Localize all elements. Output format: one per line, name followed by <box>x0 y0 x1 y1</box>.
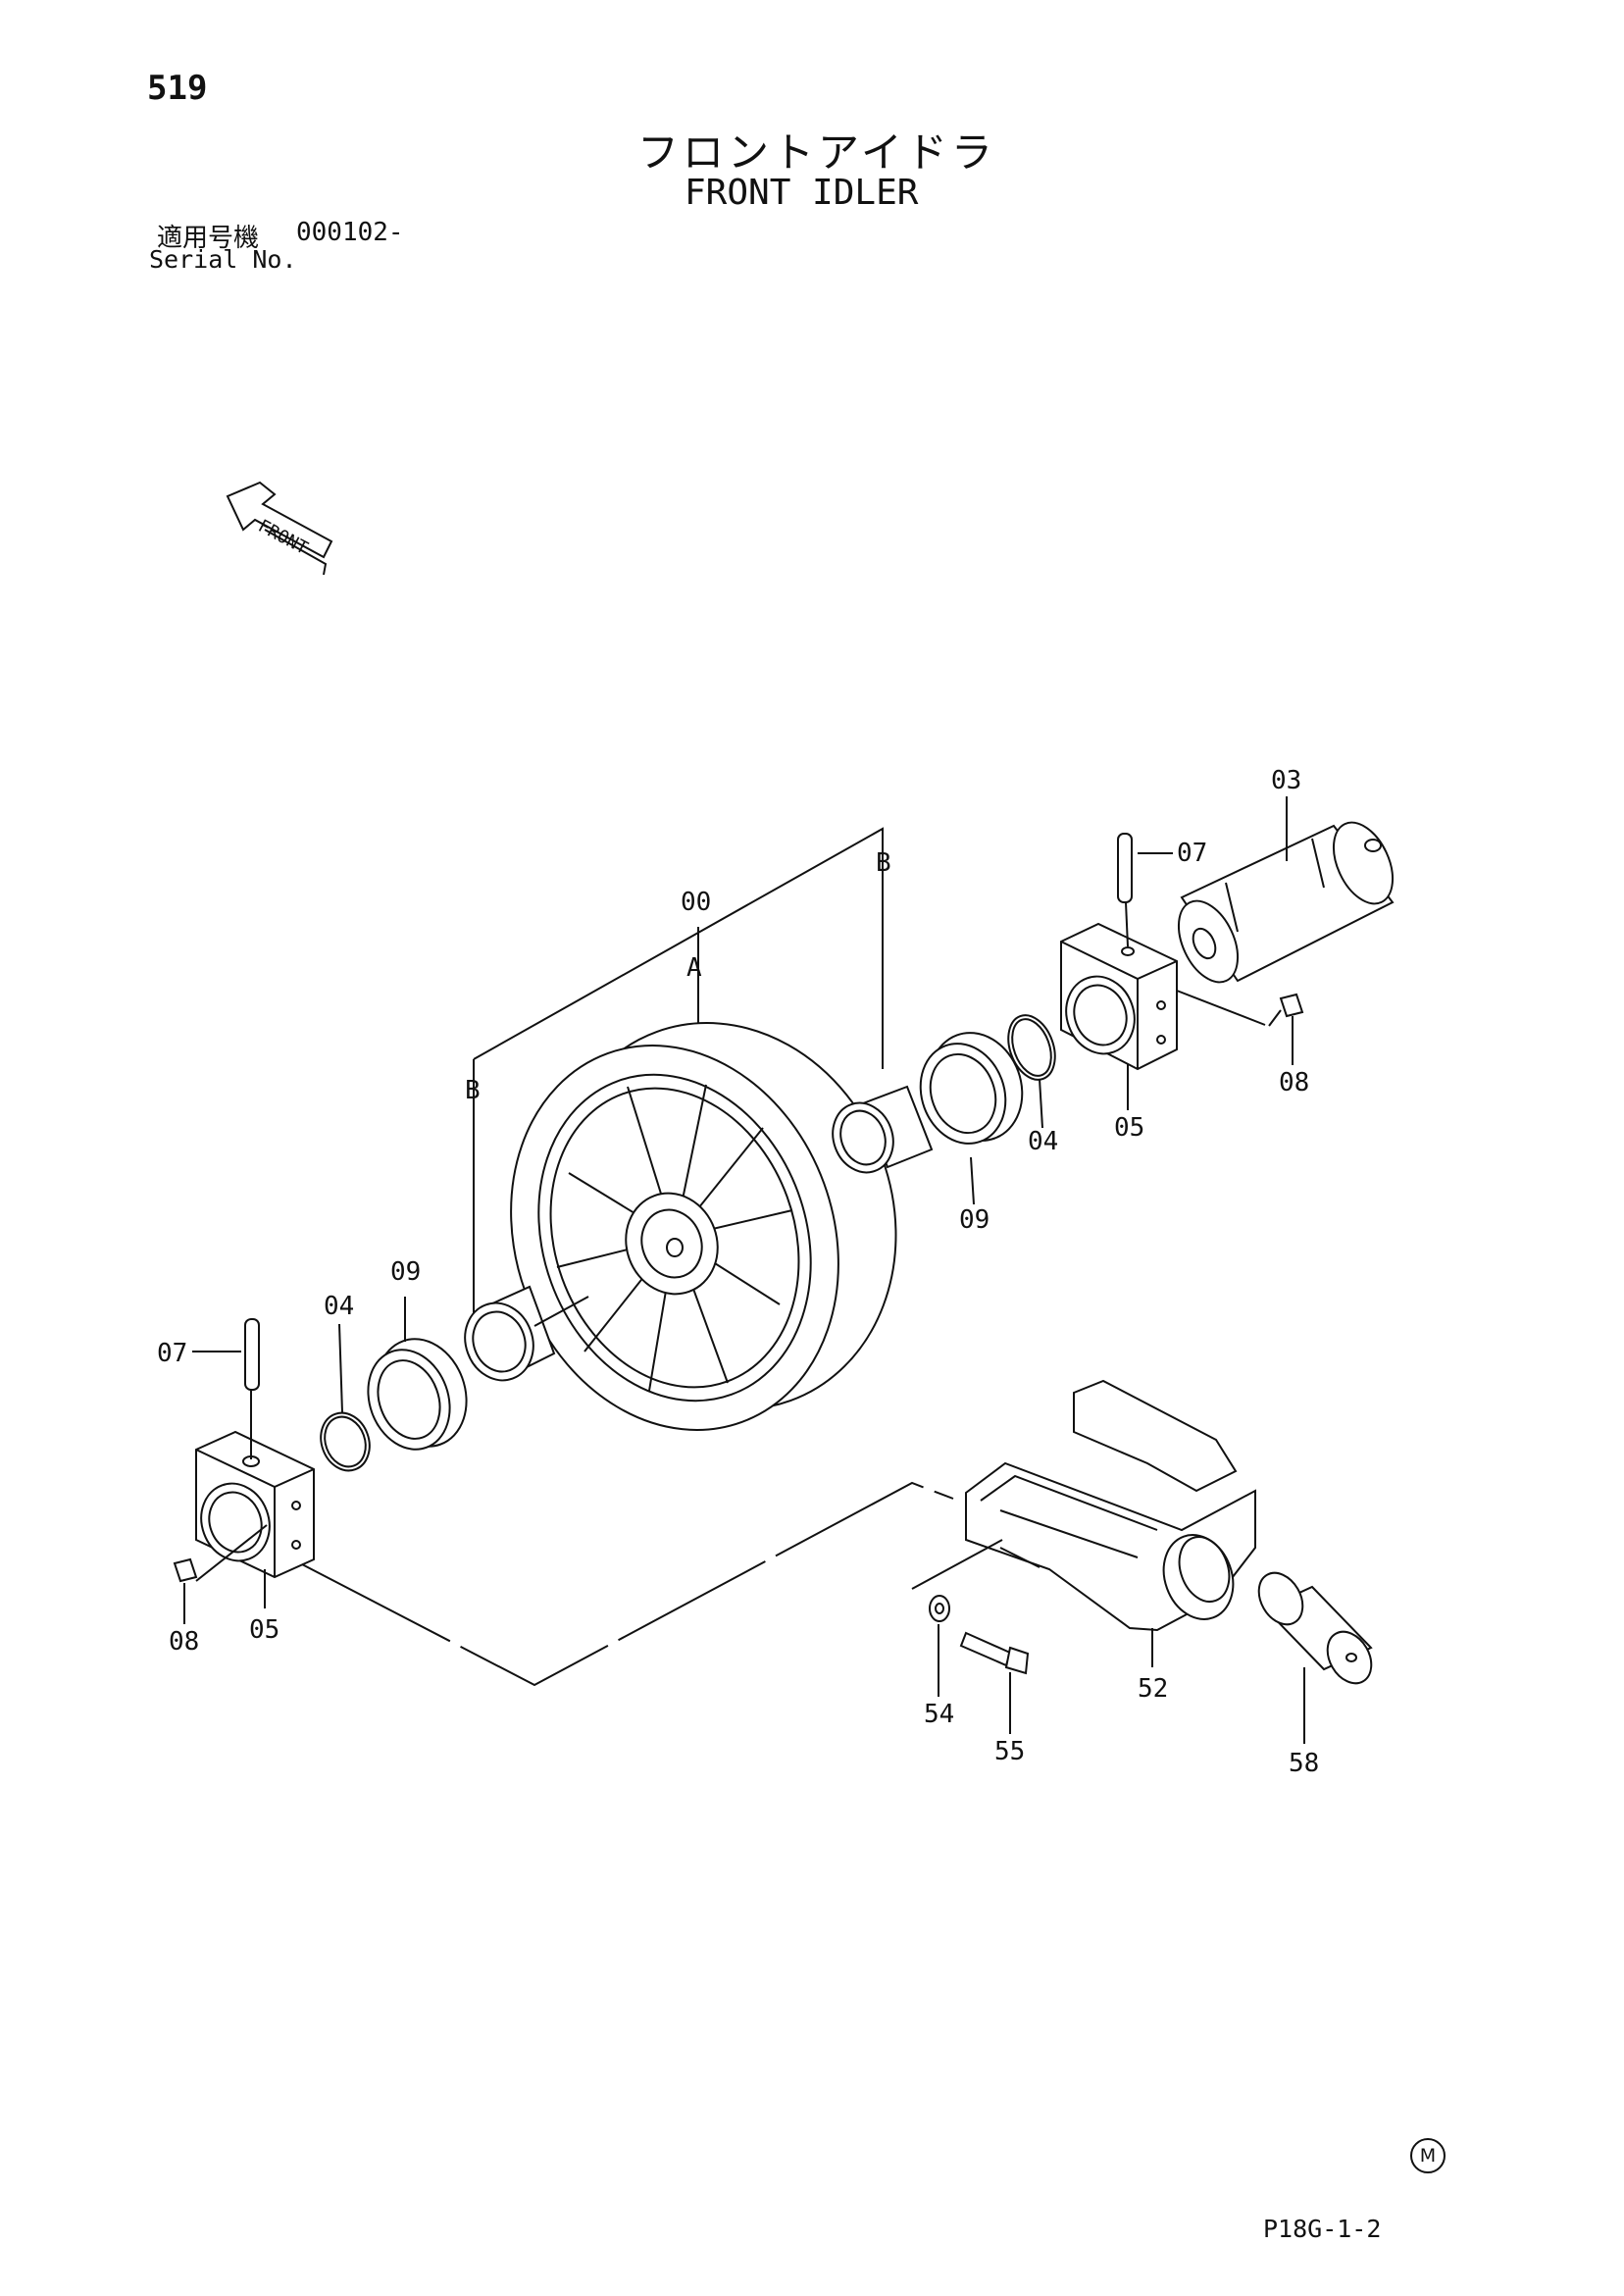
serial-value: 000102- <box>296 218 404 247</box>
bushing-right <box>832 1085 934 1174</box>
callout-58: 58 <box>1289 1749 1319 1778</box>
plug-08-right <box>1268 993 1304 1027</box>
seal-09-left <box>367 1338 468 1451</box>
callout-03: 03 <box>1271 766 1301 795</box>
callout-A: A <box>686 953 702 983</box>
callout-B-right: B <box>876 848 891 878</box>
o-ring-04-right <box>1007 1014 1056 1081</box>
front-direction-arrow: FRONT <box>226 481 333 576</box>
callout-07-left: 07 <box>157 1339 187 1368</box>
pin-58 <box>1257 1571 1373 1685</box>
assembly-bracket <box>473 827 884 1314</box>
callout-04-left: 04 <box>324 1292 354 1321</box>
callout-09-right: 09 <box>959 1205 990 1235</box>
callout-05-right: 05 <box>1114 1113 1144 1143</box>
bolt-55 <box>959 1631 1030 1675</box>
callout-B-left: B <box>465 1076 481 1105</box>
callout-08-right: 08 <box>1279 1068 1309 1097</box>
callout-07-right: 07 <box>1177 839 1207 868</box>
title-japanese: フロントアイドラ <box>637 128 996 177</box>
m-mark: M <box>1410 2138 1446 2173</box>
o-ring-04-left <box>320 1411 371 1472</box>
pin-07-right <box>1117 833 1133 947</box>
front-arrow-label: FRONT <box>255 516 312 559</box>
callout-54: 54 <box>924 1700 954 1729</box>
yoke-52 <box>965 1379 1256 1632</box>
callout-08-left: 08 <box>169 1627 199 1657</box>
idler-wheel <box>510 1022 897 1431</box>
bracket-05-left <box>195 1430 315 1582</box>
title-english: FRONT IDLER <box>685 173 919 213</box>
callout-09-left: 09 <box>390 1257 421 1287</box>
callout-04-right: 04 <box>1028 1127 1058 1156</box>
washer-54 <box>911 1539 1003 1622</box>
callout-55: 55 <box>994 1737 1025 1766</box>
plug-08-left <box>173 1557 198 1583</box>
pin-07-left <box>244 1318 260 1459</box>
drawing-code: P18G-1-2 <box>1263 2215 1382 2243</box>
serial-label-japanese: 適用号機 <box>157 224 260 253</box>
seal-09-right <box>919 1032 1024 1145</box>
callout-05-left: 05 <box>249 1615 279 1645</box>
bushing-left <box>464 1285 589 1382</box>
shaft-03 <box>1177 821 1395 984</box>
serial-label-english: Serial No. <box>149 245 297 274</box>
bracket-05-right <box>1060 922 1266 1071</box>
callout-00: 00 <box>681 888 711 917</box>
callout-52: 52 <box>1138 1674 1168 1704</box>
page-number: 519 <box>147 69 208 108</box>
